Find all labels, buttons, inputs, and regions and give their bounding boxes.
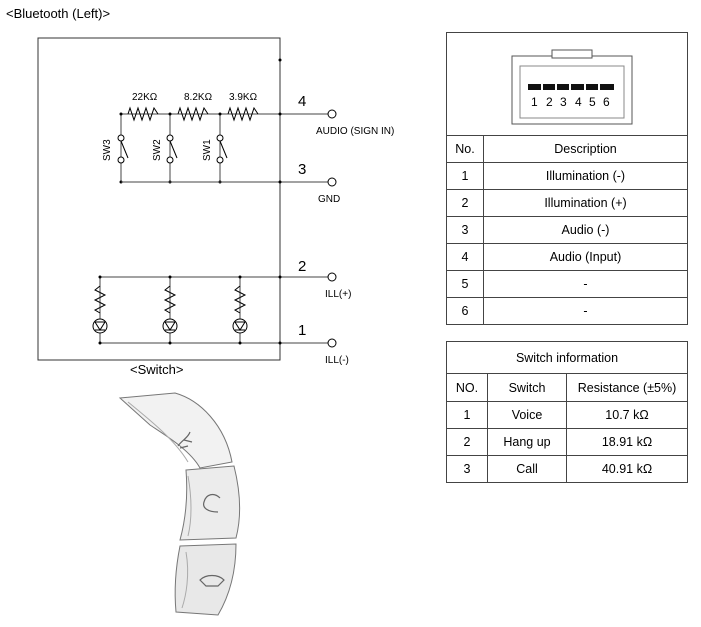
resistor-label-1: 22KΩ — [132, 92, 158, 103]
led-branch-3 — [232, 275, 248, 345]
col-header-description: Description — [483, 135, 688, 163]
pin-label-2: ILL(+) — [325, 289, 351, 300]
pin-number-3: 3 — [298, 161, 306, 178]
row-no: 2 — [446, 428, 488, 456]
led-branch-2 — [162, 275, 178, 345]
pin-1-terminal — [327, 338, 337, 348]
pin-4-terminal — [327, 109, 337, 119]
row-no: 1 — [446, 401, 488, 429]
table-row: 5- — [446, 270, 688, 298]
row-switch: Voice — [487, 401, 567, 429]
pin-number-1: 1 — [298, 322, 306, 339]
row-no: 2 — [446, 189, 484, 217]
pin-label-4: AUDIO (SIGN IN) — [316, 126, 394, 137]
table-row: 6- — [446, 297, 688, 325]
led-branch-1 — [92, 275, 108, 345]
switch-illustration — [118, 392, 241, 616]
resistor-3.9k — [227, 106, 259, 122]
row-switch: Call — [487, 455, 567, 483]
row-resistance: 18.91 kΩ — [566, 428, 688, 456]
switch-label-sw1: SW1 — [202, 139, 213, 161]
row-no: 4 — [446, 243, 484, 271]
row-no: 3 — [446, 216, 484, 244]
row-switch: Hang up — [487, 428, 567, 456]
row-description: Audio (Input) — [483, 243, 688, 271]
resistor-8.2k — [177, 106, 209, 122]
switch-caption: <Switch> — [130, 362, 184, 377]
pin-number-2: 2 — [298, 258, 306, 275]
hang-up-icon — [203, 493, 221, 513]
row-no: 1 — [446, 162, 484, 190]
switch-sw2 — [169, 140, 178, 159]
pin-label-1: ILL(-) — [325, 355, 349, 366]
pin-2-terminal — [327, 272, 337, 282]
row-no: 6 — [446, 297, 484, 325]
call-icon — [199, 574, 225, 587]
row-description: Illumination (+) — [483, 189, 688, 217]
row-resistance: 40.91 kΩ — [566, 455, 688, 483]
col-header-resistance: Resistance (±5%) — [566, 373, 688, 402]
row-description: Audio (-) — [483, 216, 688, 244]
page-title: <Bluetooth (Left)> — [6, 6, 111, 21]
pin-3-terminal — [327, 177, 337, 187]
switch-info-table: Switch information NO. Switch Resistance… — [446, 341, 688, 483]
voice-icon — [177, 431, 193, 449]
resistor-22k — [127, 106, 159, 122]
pin-label-3: GND — [318, 194, 340, 205]
switch-info-title: Switch information — [446, 341, 688, 374]
resistor-group — [127, 106, 259, 122]
pin-number-4: 4 — [298, 93, 306, 110]
connector-image-cell — [446, 32, 688, 136]
row-no: 5 — [446, 270, 484, 298]
resistor-label-2: 8.2KΩ — [184, 92, 213, 103]
resistor-label-3: 3.9KΩ — [229, 92, 258, 103]
row-no: 3 — [446, 455, 488, 483]
switch-label-sw2: SW2 — [152, 139, 163, 161]
row-description: Illumination (-) — [483, 162, 688, 190]
schematic-frame — [37, 37, 281, 361]
row-description: - — [483, 297, 688, 325]
col-header-switch: Switch — [487, 373, 567, 402]
switch-sw1 — [219, 140, 228, 159]
col-header-no: No. — [446, 135, 484, 163]
col-header-no: NO. — [446, 373, 488, 402]
switch-sw3 — [120, 140, 129, 159]
row-description: - — [483, 270, 688, 298]
switch-label-sw3: SW3 — [102, 139, 113, 161]
row-resistance: 10.7 kΩ — [566, 401, 688, 429]
